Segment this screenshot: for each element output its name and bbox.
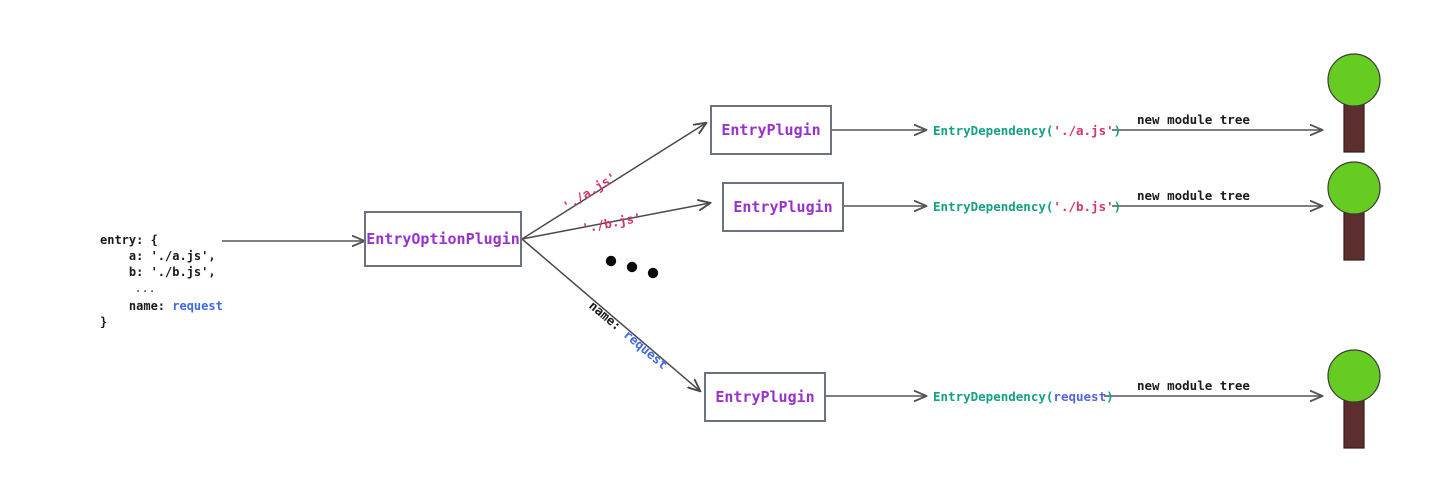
node-entry-plugin-request[interactable]: EntryPlugin — [704, 372, 826, 422]
node-entry-option-plugin-label: EntryOptionPlugin — [366, 230, 520, 248]
branch-ellipsis-icon — [605, 255, 659, 279]
entry-config-snippet: entry: { a: './a.js', b: './b.js', ... n… — [100, 216, 223, 346]
module-tree-icon-request[interactable] — [1324, 348, 1386, 450]
code-line-2: a: './a.js', — [100, 249, 216, 263]
edge-label-request-prefix: name: — [586, 297, 631, 339]
node-entry-plugin-request-label: EntryPlugin — [715, 388, 815, 406]
code-line-3: b: './b.js', — [100, 265, 216, 279]
code-line-1: entry: { — [100, 233, 158, 247]
module-tree-label-a: new module tree — [1137, 112, 1250, 127]
node-entry-plugin-a-label: EntryPlugin — [721, 121, 821, 139]
module-tree-icon-b[interactable] — [1324, 160, 1386, 262]
module-tree-label-b: new module tree — [1137, 188, 1250, 203]
edge-label-a: './a.js' — [560, 169, 620, 214]
edge-label-request-value: request — [620, 326, 671, 373]
dependency-label-request: EntryDependency(request) — [933, 389, 1114, 404]
node-entry-plugin-b-label: EntryPlugin — [733, 198, 833, 216]
code-value-request: request — [172, 299, 223, 313]
module-tree-icon-a[interactable] — [1324, 52, 1386, 154]
code-line-ellipsis: ... — [100, 284, 157, 295]
dependency-label-a: EntryDependency('./a.js') — [933, 123, 1122, 138]
node-entry-plugin-a[interactable]: EntryPlugin — [710, 105, 832, 155]
code-line-name: name: request — [100, 299, 223, 313]
node-entry-option-plugin[interactable]: EntryOptionPlugin — [364, 211, 522, 267]
code-line-close: } — [100, 315, 108, 329]
edge-label-b: './b.js' — [580, 209, 643, 236]
dependency-label-b: EntryDependency('./b.js') — [933, 199, 1122, 214]
node-entry-plugin-b[interactable]: EntryPlugin — [722, 182, 844, 232]
module-tree-label-request: new module tree — [1137, 378, 1250, 393]
edge-label-request: name: request — [586, 298, 671, 372]
